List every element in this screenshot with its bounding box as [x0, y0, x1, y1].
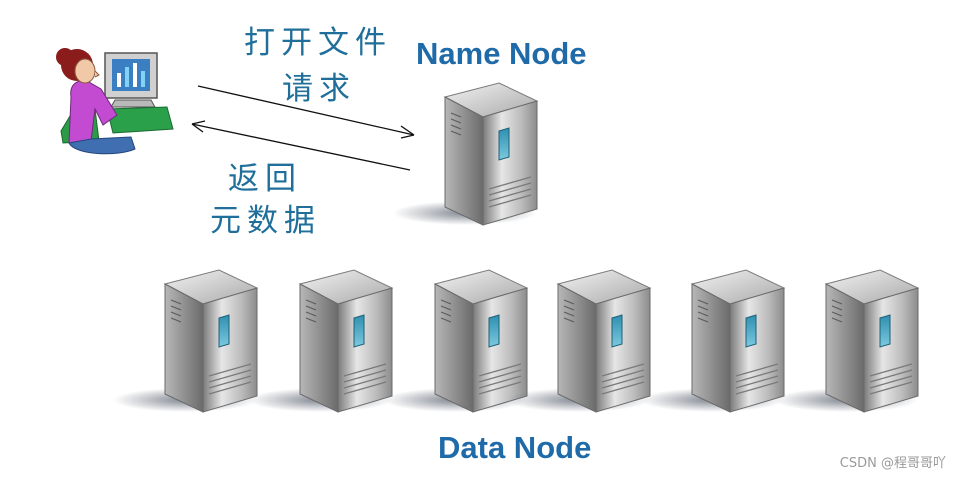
return-label-line1: 返回	[228, 161, 302, 197]
request-arrow	[197, 85, 415, 139]
request-label-line1: 打开文件	[244, 25, 392, 61]
data-node-title: Data Node	[438, 430, 592, 465]
client-user-icon	[56, 48, 174, 155]
name-node-server-icon	[392, 82, 538, 226]
request-label-line2: 请求	[282, 71, 356, 107]
return-label-line2: 元数据	[210, 203, 321, 239]
data-node-server-icon-3	[382, 269, 528, 413]
data-node-server-icon-6	[773, 269, 919, 413]
name-node-title: Name Node	[416, 36, 587, 71]
data-node-server-icon-4	[505, 269, 651, 413]
data-node-server-icon-2	[247, 269, 393, 413]
watermark: CSDN @程哥哥吖	[839, 456, 946, 471]
data-node-server-icon-5	[639, 269, 785, 413]
return-arrow	[191, 120, 411, 171]
data-node-server-icon-1	[112, 269, 258, 413]
data-node-servers	[112, 269, 919, 413]
